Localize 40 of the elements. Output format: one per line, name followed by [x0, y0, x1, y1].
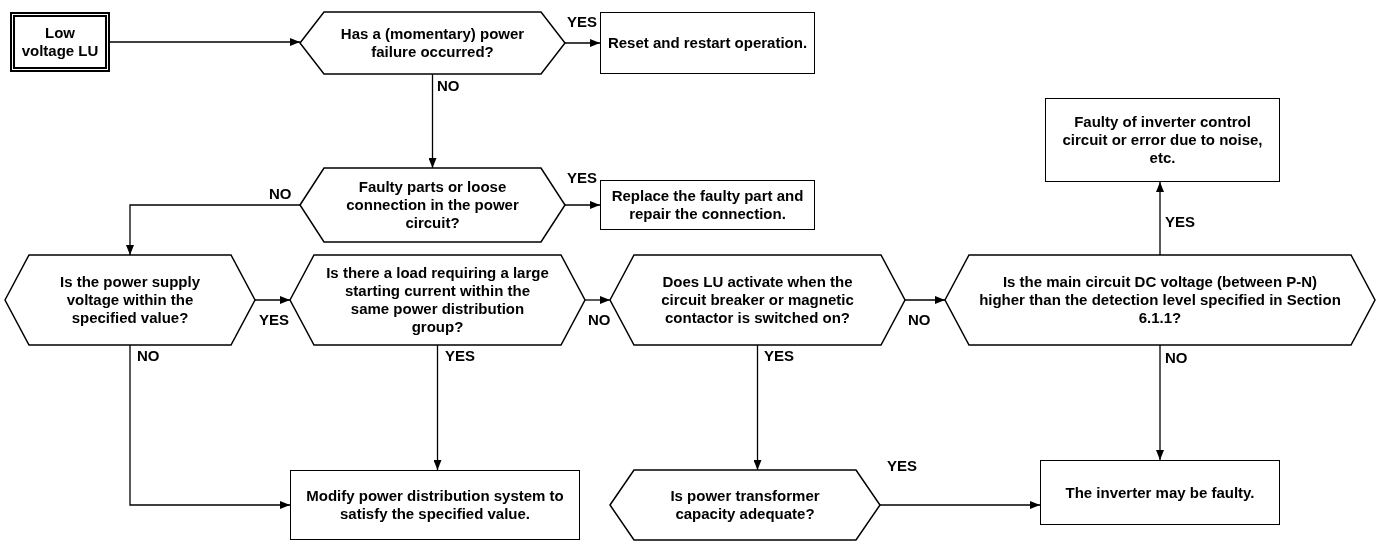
- arrow: [126, 204, 301, 256]
- node-text: Modify power distribution system to satisfy the specified value.: [305, 487, 565, 523]
- arrow: [254, 296, 291, 304]
- node-text: The inverter may be faulty.: [1065, 483, 1255, 502]
- decision-hexagon: [610, 470, 880, 540]
- node-text: Faulty of inverter control circuit or error due to noise, etc.: [1061, 113, 1264, 167]
- decision-hexagon: [610, 255, 905, 345]
- decision-hexagon: [945, 255, 1375, 345]
- process-box: [1040, 460, 1280, 525]
- node-text: Low voltage LU: [21, 24, 99, 60]
- decision-hexagon: [5, 255, 255, 345]
- process-box: [290, 470, 580, 540]
- arrow: [1156, 181, 1164, 256]
- decision-hexagon: [290, 255, 585, 345]
- process-box: [600, 180, 815, 230]
- node-text: Is power transformer capacity adequate?: [669, 487, 821, 523]
- arrow: [129, 344, 291, 509]
- arrow: [879, 501, 1041, 509]
- process-box: [10, 12, 110, 72]
- node-text: Faulty parts or loose connection in the power circuit?: [345, 178, 520, 232]
- arrow: [109, 38, 301, 46]
- node-text: Is the main circuit DC voltage (between P-N) higher than the detection level specified in Section 6.1.1?: [979, 273, 1341, 327]
- decision-hexagon: [300, 12, 565, 74]
- node-text: Does LU activate when the circuit breaker or magnetic contactor is switched on?: [660, 273, 855, 327]
- process-box: [600, 12, 815, 74]
- node-text: Is the power supply voltage within the specified value?: [59, 273, 201, 327]
- node-text: Replace the faulty part and repair the connection.: [610, 187, 805, 223]
- arrow: [428, 73, 437, 169]
- arrow: [564, 39, 601, 47]
- arrow: [433, 344, 442, 471]
- arrow: [753, 344, 762, 471]
- node-text: Reset and restart operation.: [607, 34, 808, 52]
- arrow: [1156, 344, 1164, 461]
- arrow: [584, 296, 611, 304]
- process-box: [1045, 98, 1280, 182]
- arrow: [564, 201, 601, 209]
- node-text: Is there a load requiring a large starting current within the same power distribution group?: [325, 264, 550, 336]
- node-text: Has a (momentary) power failure occurred?: [339, 25, 526, 61]
- decision-hexagon: [300, 168, 565, 242]
- arrow: [904, 296, 946, 304]
